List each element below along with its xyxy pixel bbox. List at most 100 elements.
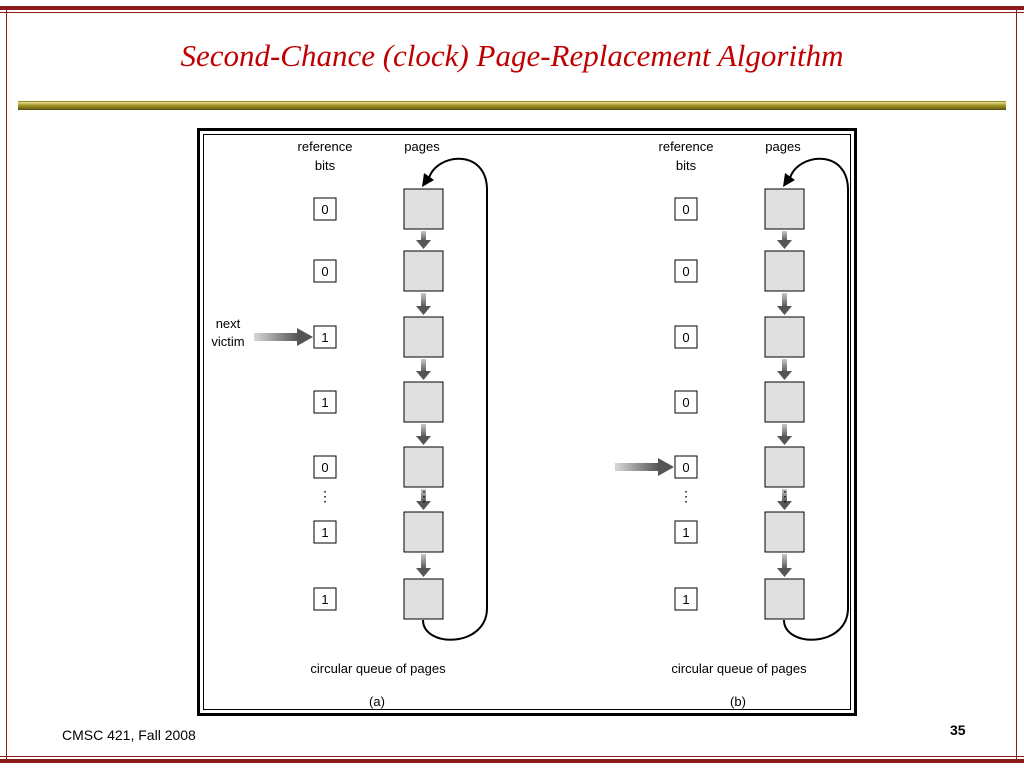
next-page-arrow	[782, 489, 787, 502]
reference-bit-value: 1	[321, 525, 328, 540]
pages-header: pages	[765, 139, 801, 154]
page-box	[403, 446, 444, 488]
reference-bit-box	[674, 587, 698, 611]
next-page-arrow	[782, 554, 787, 569]
page-box	[403, 381, 444, 423]
reference-bit-value: 1	[321, 395, 328, 410]
page-box	[403, 250, 444, 292]
figure-frame: reference bits pages 0 0 1 1 0 1 1 ⋮ ⋮ next victim cir…	[197, 128, 857, 716]
page-box	[764, 316, 805, 358]
reference-bit-value: 1	[321, 330, 328, 345]
reference-bits-header: bits	[676, 158, 697, 173]
circular-return-arrow	[422, 157, 488, 641]
pages-header: pages	[404, 139, 440, 154]
slide-number: 35	[950, 722, 966, 738]
page-box	[403, 188, 444, 230]
page-box	[764, 188, 805, 230]
page-box	[403, 316, 444, 358]
reference-bit-box	[674, 520, 698, 544]
panel-caption: (a)	[369, 694, 385, 709]
next-victim-label: next	[216, 316, 241, 331]
next-page-arrowhead	[416, 501, 431, 510]
reference-bit-value: 1	[682, 525, 689, 540]
reference-bit-box	[313, 587, 337, 611]
reference-bit-value: 0	[321, 264, 328, 279]
left-border	[6, 6, 7, 763]
reference-bit-box	[313, 455, 337, 479]
next-victim-label: victim	[211, 334, 244, 349]
next-page-arrowhead	[777, 501, 792, 510]
panel-caption: (b)	[730, 694, 746, 709]
bottom-border-thick	[0, 759, 1024, 763]
ellipsis-icon: ⋮	[417, 488, 431, 504]
next-page-arrowhead	[777, 568, 792, 577]
page-box	[764, 381, 805, 423]
page-box	[764, 511, 805, 553]
next-page-arrow	[782, 359, 787, 372]
reference-bit-value: 0	[682, 395, 689, 410]
page-box	[764, 446, 805, 488]
next-page-arrow	[421, 231, 426, 241]
circular-queue-label: circular queue of pages	[310, 661, 446, 676]
page-box	[764, 578, 805, 620]
reference-bits-header: reference	[298, 139, 353, 154]
next-page-arrowhead	[777, 240, 792, 249]
clock-diagram: reference bits pages 0 0 1 1 0 1 1 ⋮ ⋮ next victim cir…	[211, 139, 849, 709]
reference-bits-header: bits	[315, 158, 336, 173]
ellipsis-icon: ⋮	[778, 488, 792, 504]
next-page-arrow	[421, 489, 426, 502]
circular-return-arrow	[783, 157, 849, 641]
clock-pointer-arrow	[615, 463, 659, 471]
next-page-arrowhead	[416, 436, 431, 445]
page-box	[403, 578, 444, 620]
reference-bit-box	[313, 259, 337, 283]
reference-bit-value: 1	[321, 592, 328, 607]
page-box	[403, 511, 444, 553]
reference-bit-value: 0	[321, 460, 328, 475]
reference-bit-value: 0	[682, 330, 689, 345]
reference-bit-value: 0	[682, 460, 689, 475]
top-border-thin	[0, 12, 1024, 13]
clock-pointer-arrow	[254, 333, 298, 341]
panel-a: reference bits pages 0 0 1 1 0 1 1 ⋮ ⋮ next victim cir…	[211, 139, 488, 709]
reference-bit-value: 0	[682, 202, 689, 217]
figure-inner-frame	[203, 134, 851, 710]
ellipsis-icon: ⋮	[318, 488, 332, 504]
right-border	[1016, 6, 1017, 763]
circular-return-arrowhead	[783, 173, 795, 187]
reference-bit-value: 1	[682, 592, 689, 607]
reference-bit-box	[674, 390, 698, 414]
reference-bit-box	[313, 325, 337, 349]
next-page-arrowhead	[777, 371, 792, 380]
next-page-arrowhead	[416, 240, 431, 249]
reference-bit-value: 0	[682, 264, 689, 279]
next-page-arrow	[421, 424, 426, 437]
clock-pointer-arrowhead	[658, 458, 674, 476]
reference-bits-header: reference	[659, 139, 714, 154]
next-page-arrowhead	[416, 306, 431, 315]
reference-bit-box	[674, 197, 698, 221]
next-page-arrow	[421, 359, 426, 372]
top-border-thick	[0, 6, 1024, 10]
reference-bit-box	[313, 390, 337, 414]
next-page-arrow	[421, 293, 426, 307]
next-page-arrowhead	[416, 568, 431, 577]
next-page-arrow	[782, 231, 787, 241]
page-box	[764, 250, 805, 292]
circular-queue-label: circular queue of pages	[671, 661, 807, 676]
panel-b: reference bits pages 0 0 0 0 0 1 1 ⋮ ⋮ circular queu…	[615, 139, 849, 709]
reference-bit-box	[674, 455, 698, 479]
reference-bit-box	[674, 325, 698, 349]
next-page-arrowhead	[777, 306, 792, 315]
next-page-arrowhead	[777, 436, 792, 445]
reference-bit-box	[674, 259, 698, 283]
title-rule	[18, 101, 1006, 110]
slide-title: Second-Chance (clock) Page-Replacement A…	[180, 38, 844, 73]
next-page-arrow	[421, 554, 426, 569]
next-page-arrowhead	[416, 371, 431, 380]
next-page-arrow	[782, 424, 787, 437]
clock-pointer-arrowhead	[297, 328, 313, 346]
next-page-arrow	[782, 293, 787, 307]
reference-bit-value: 0	[321, 202, 328, 217]
ellipsis-icon: ⋮	[679, 488, 693, 504]
